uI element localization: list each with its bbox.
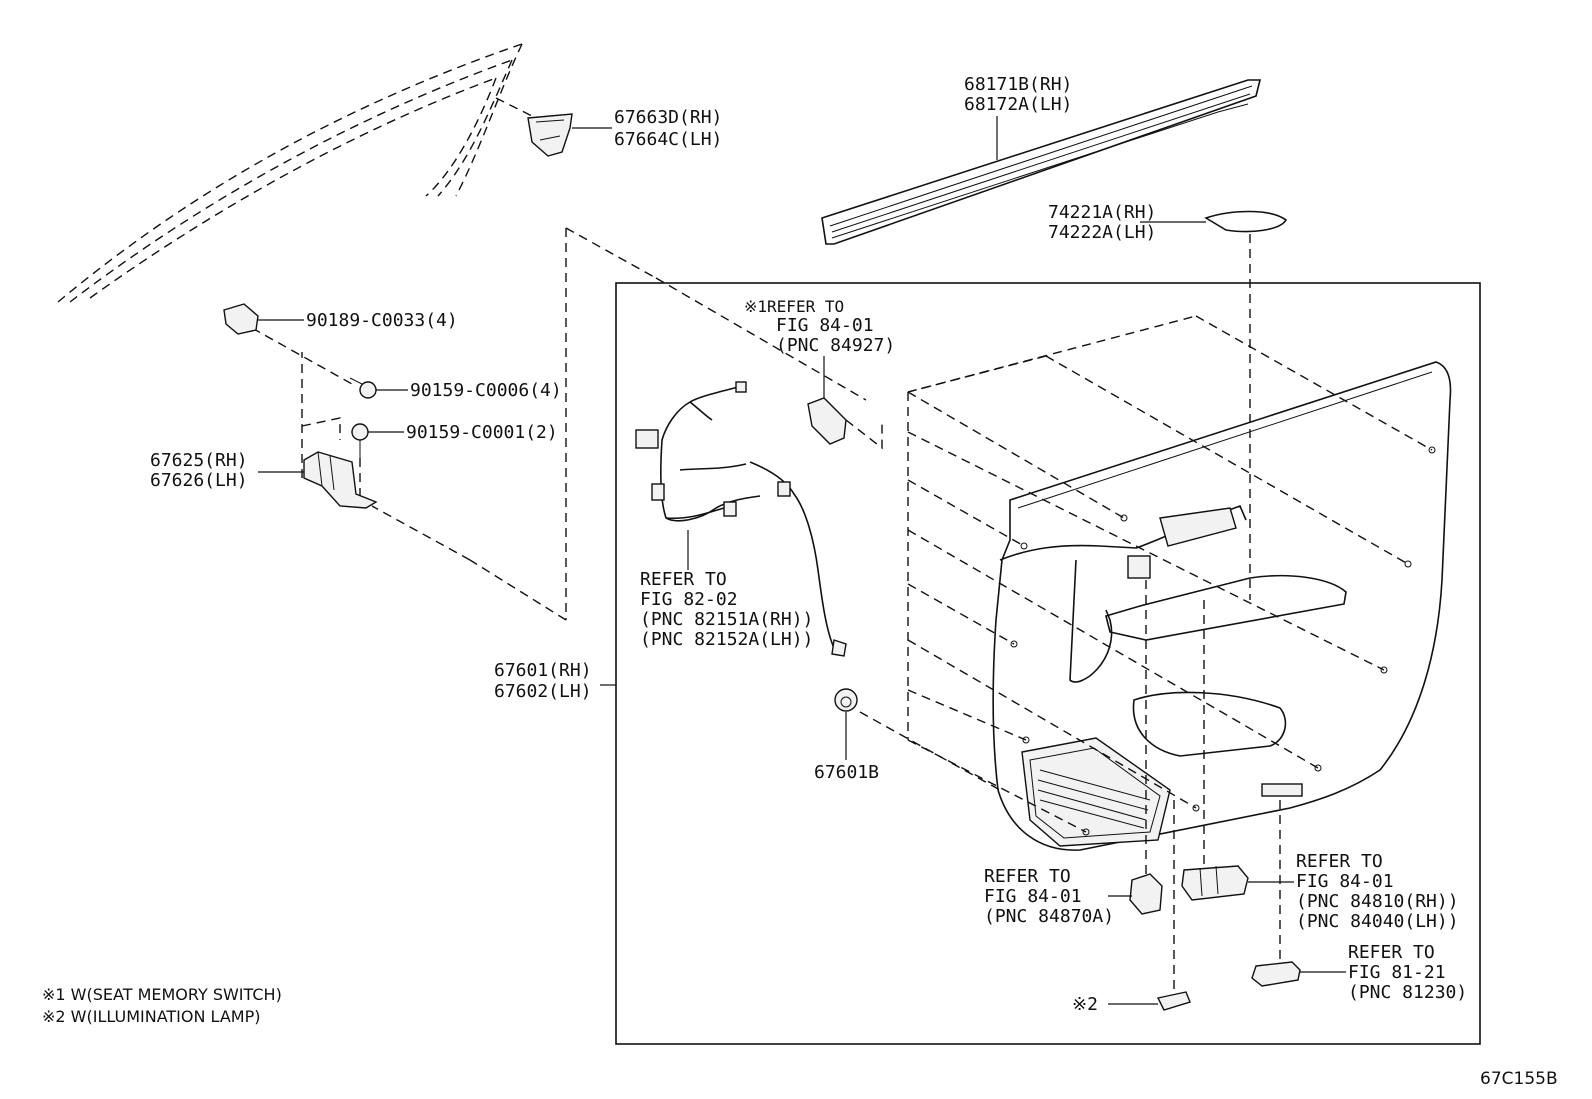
weatherstrip-label-rh: 68171B(RH) — [964, 74, 1072, 95]
corner-molding-label-lh: 67664C(LH) — [614, 129, 722, 150]
panel-label-lh: 67602(LH) — [494, 681, 592, 702]
door-frame-outline — [57, 43, 537, 303]
memory-switch-ref-line-3: (PNC 84927) — [776, 335, 895, 356]
switch-right-ref-line-1: REFER TO — [1296, 851, 1383, 872]
weatherstrip-label-lh: 68172A(LH) — [964, 94, 1072, 115]
wire-ref-line-2: FIG 82-02 — [640, 589, 738, 610]
switch-right-part — [1181, 600, 1294, 901]
cover-label-rh: 74221A(RH) — [1048, 202, 1156, 223]
diagram-code: 67C155B — [1480, 1069, 1558, 1089]
wire-harness-part — [635, 381, 847, 657]
cover-part — [1140, 210, 1288, 600]
panel-guide-lines — [907, 315, 1433, 833]
lamp-part — [1251, 800, 1346, 987]
switch-left-part — [1108, 580, 1163, 915]
bracket-label-rh: 67625(RH) — [150, 450, 248, 471]
switch-right-ref-line-3: (PNC 84810(RH)) — [1296, 891, 1459, 912]
wire-ref-line-3: (PNC 82151A(RH)) — [640, 609, 813, 630]
lamp-marker-label: ※2 — [1072, 994, 1098, 1015]
note-illumination: ※2 W(ILLUMINATION LAMP) — [42, 1007, 260, 1026]
panel-assembly-frame — [615, 282, 1481, 1045]
illumination-lamp-part — [1108, 800, 1191, 1011]
cover-label-lh: 74222A(LH) — [1048, 222, 1156, 243]
clip-label: 90189-C0033(4) — [306, 310, 458, 331]
wire-ref-line-4: (PNC 82152A(LH)) — [640, 629, 813, 650]
clip-part — [223, 303, 304, 335]
switch-left-ref-line-3: (PNC 84870A) — [984, 906, 1114, 927]
memory-switch-part — [807, 356, 883, 450]
switch-right-ref-line-2: FIG 84-01 — [1296, 871, 1394, 892]
bracket-part — [258, 352, 378, 509]
switch-left-ref-line-1: REFER TO — [984, 866, 1071, 887]
switch-left-ref-line-2: FIG 84-01 — [984, 886, 1082, 907]
wire-ref-line-1: REFER TO — [640, 569, 727, 590]
projection-lines — [251, 227, 867, 621]
panel-label-rh: 67601(RH) — [494, 660, 592, 681]
speaker-grille-lines — [1037, 769, 1151, 829]
memory-switch-ref-line-2: FIG 84-01 — [776, 315, 874, 336]
door-trim-panel-part — [992, 361, 1452, 851]
switch-right-ref-line-4: (PNC 84040(LH)) — [1296, 911, 1459, 932]
screw-part-1 — [349, 377, 408, 399]
corner-molding-part — [527, 113, 612, 157]
screw-1-label: 90159-C0006(4) — [410, 380, 562, 401]
screw-2-label: 90159-C0001(2) — [406, 422, 558, 443]
bracket-label-lh: 67626(LH) — [150, 470, 248, 491]
corner-molding-label-rh: 67663D(RH) — [614, 107, 722, 128]
screw-part-2 — [351, 423, 404, 500]
grommet-label: 67601B — [814, 762, 879, 783]
lamp-ref-line-3: (PNC 81230) — [1348, 982, 1467, 1003]
note-seat-memory: ※1 W(SEAT MEMORY SWITCH) — [42, 985, 282, 1004]
memory-switch-ref-line-1: ※1REFER TO — [744, 297, 844, 316]
lamp-ref-line-2: FIG 81-21 — [1348, 962, 1446, 983]
lamp-ref-line-1: REFER TO — [1348, 942, 1435, 963]
grommet-part — [834, 688, 1001, 791]
weatherstrip-part — [821, 79, 1262, 245]
